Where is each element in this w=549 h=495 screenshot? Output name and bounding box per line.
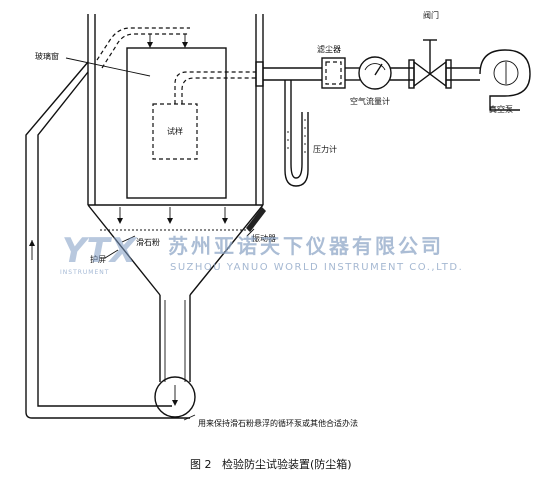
label-talc-powder: 滑石粉 [136, 237, 160, 247]
watermark-logo-sub: INSTRUMENT [60, 269, 109, 276]
valve [408, 39, 452, 89]
watermark-company-en: SUZHOU YANUO WORLD INSTRUMENT CO.,LTD. [170, 262, 463, 273]
air-flow-meter [358, 56, 392, 90]
leader-lines [65, 57, 255, 421]
watermark-logo: YTX [62, 231, 138, 271]
label-pressure-gauge: 压力计 [313, 144, 337, 154]
glass-window [126, 47, 227, 199]
label-vacuum-pump: 真空泵 [489, 104, 513, 114]
watermark: YTX INSTRUMENT 苏州亚诺天下仪器有限公司 SUZHOU YANUO… [60, 231, 463, 276]
label-glass-window: 玻璃窗 [35, 51, 59, 61]
outlet-pipe [255, 61, 480, 87]
dust-chamber [87, 14, 264, 382]
label-air-flow-meter: 空气流量计 [350, 96, 390, 106]
label-screen: 护屏 [90, 254, 106, 264]
internal-hose [96, 27, 256, 104]
pressure-gauge [284, 80, 309, 187]
dust-filter [321, 57, 346, 89]
vacuum-pump [479, 49, 531, 111]
label-sample: 试样 [167, 126, 183, 136]
figure-caption: 图 2 检验防尘试验装置(防尘箱) [190, 457, 352, 471]
circulation-loop [25, 61, 196, 419]
label-valve: 阀门 [423, 10, 439, 20]
vibrator [246, 207, 266, 232]
label-dust-filter: 滤尘器 [317, 44, 341, 54]
label-circulation-pump: 用来保持滑石粉悬浮的循环泵或其他合适办法 [198, 418, 358, 428]
label-vibrator: 振动器 [252, 233, 276, 243]
watermark-company-cn: 苏州亚诺天下仪器有限公司 [168, 234, 444, 258]
